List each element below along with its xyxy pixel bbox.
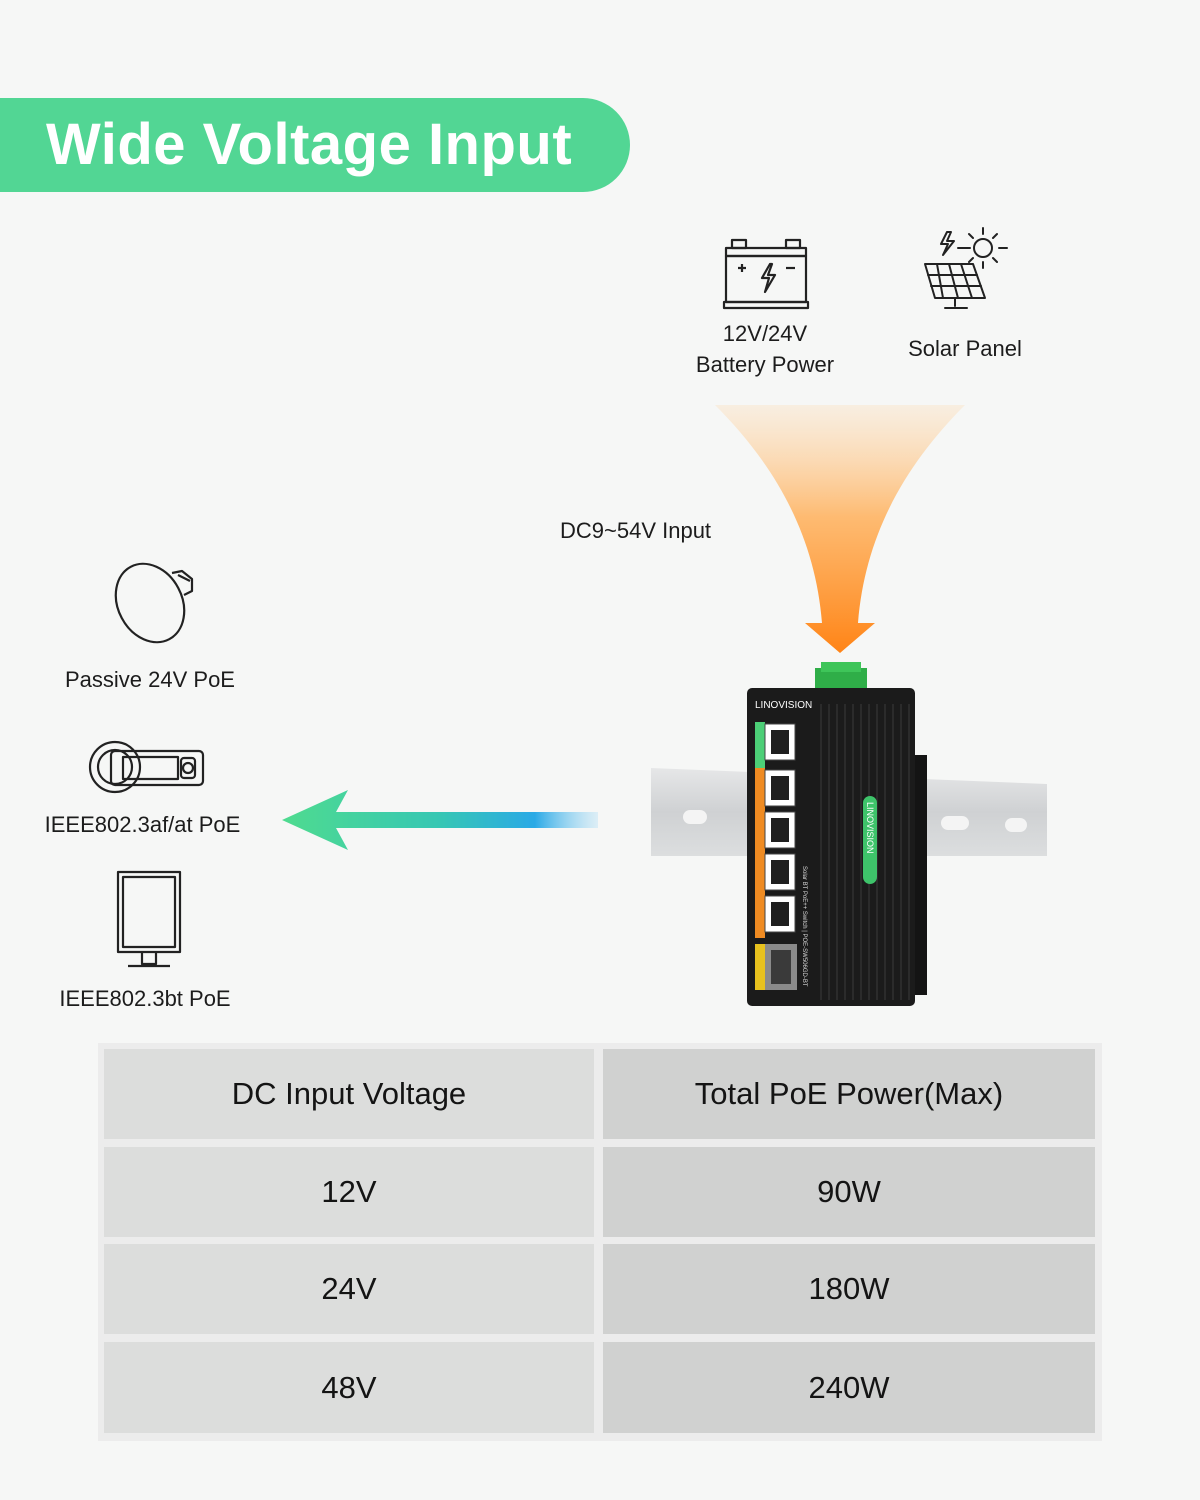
side-brand-text: LINOVISION <box>865 802 875 854</box>
table-header-power: Total PoE Power(Max) <box>603 1049 1095 1139</box>
bullet-camera-icon <box>88 740 205 794</box>
page-title: Wide Voltage Input <box>46 112 573 177</box>
title-banner <box>0 98 630 192</box>
ieee-at-poe-label: IEEE802.3af/at PoE <box>44 812 241 837</box>
table-cell-voltage: 24V <box>104 1244 594 1334</box>
table-cell-voltage: 12V <box>104 1147 594 1237</box>
table-header-voltage: DC Input Voltage <box>104 1049 594 1139</box>
passive-poe-label: Passive 24V PoE <box>65 667 235 692</box>
battery-power-label: 12V/24V Battery Power <box>660 318 870 380</box>
table-cell-voltage: 48V <box>104 1342 594 1433</box>
battery-voltage-text: 12V/24V <box>722 321 808 346</box>
poe-switch-image: LINOVISION Solar BT PoE++ Switch | POE-S… <box>651 662 1047 1006</box>
table-cell-power: 240W <box>603 1342 1095 1433</box>
dc-input-label: DC9~54V Input <box>560 518 712 543</box>
solar-panel-label: Solar Panel <box>908 336 1022 361</box>
model-text: Solar BT PoE++ Switch | POE-SW506GD-BT <box>801 866 807 987</box>
battery-icon <box>722 238 810 310</box>
table-cell-power: 180W <box>603 1244 1095 1334</box>
monitor-icon <box>116 870 182 968</box>
orange-input-arrow <box>715 405 965 653</box>
poe-output-arrow <box>282 790 598 850</box>
antenna-dish-icon <box>114 562 194 644</box>
solar-panel-icon <box>924 227 1008 309</box>
brand-text: LINOVISION <box>755 700 812 711</box>
ieee-bt-poe-label: IEEE802.3bt PoE <box>59 986 231 1011</box>
battery-power-text: Battery Power <box>695 352 835 377</box>
table-cell-power: 90W <box>603 1147 1095 1237</box>
spec-table: DC Input Voltage Total PoE Power(Max) 12… <box>98 1043 1102 1441</box>
